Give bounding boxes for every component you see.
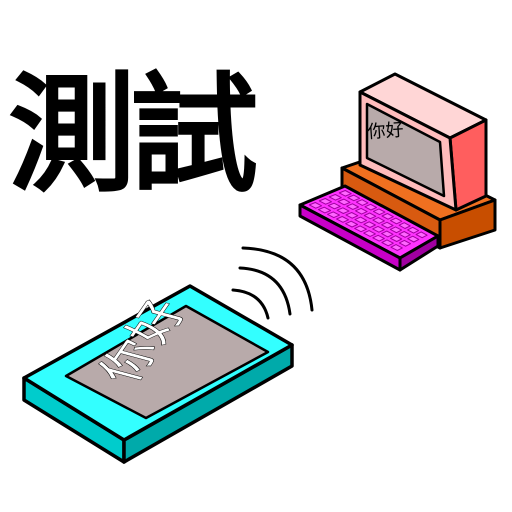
keyboard-key bbox=[389, 226, 403, 234]
keyboard-key bbox=[364, 203, 377, 211]
keyboard-key bbox=[407, 226, 420, 234]
keyboard-key bbox=[338, 190, 352, 197]
monitor-screen bbox=[365, 102, 446, 198]
keyboard-key bbox=[345, 220, 358, 228]
signal-wave-2 bbox=[238, 266, 292, 316]
keyboard-key bbox=[318, 198, 332, 205]
keyboard-key bbox=[415, 231, 428, 239]
keyboard-key bbox=[317, 206, 332, 214]
keyboard-key bbox=[345, 212, 359, 219]
phone-screen bbox=[64, 304, 270, 420]
keyboard-key bbox=[354, 225, 367, 233]
keyboard-key bbox=[381, 230, 394, 238]
keyboard-key bbox=[398, 239, 411, 247]
computer-illustration bbox=[298, 72, 497, 272]
keyboard-key bbox=[407, 235, 420, 243]
keyboard-key bbox=[398, 222, 411, 229]
keyboard-key bbox=[372, 225, 385, 233]
keyboard-key bbox=[355, 207, 368, 215]
keyboard-key bbox=[336, 216, 349, 223]
keyboard-key bbox=[328, 194, 342, 201]
keyboard-key bbox=[363, 230, 376, 237]
keyboard-key bbox=[398, 231, 411, 238]
keyboard-key bbox=[390, 235, 403, 242]
keyboard-key bbox=[372, 234, 385, 242]
signal-wave-1 bbox=[231, 288, 270, 320]
keyboard-key bbox=[308, 202, 323, 209]
keyboard-key bbox=[336, 207, 350, 214]
keyboard-key bbox=[372, 208, 386, 216]
keyboard-keys bbox=[308, 190, 428, 251]
keyboard-key bbox=[337, 198, 351, 206]
computer-screen-text: 你好 bbox=[367, 120, 404, 143]
keyboard-key bbox=[363, 212, 377, 220]
keyboard-key bbox=[381, 213, 394, 220]
keyboard-key bbox=[390, 244, 403, 251]
heading-text: 測試 bbox=[8, 61, 258, 210]
keyboard-key bbox=[347, 194, 361, 202]
keyboard-key bbox=[327, 202, 341, 210]
keyboard-key bbox=[327, 211, 340, 219]
keyboard-key bbox=[346, 203, 359, 210]
wireless-signal-icon bbox=[231, 246, 314, 320]
keyboard-key bbox=[355, 199, 369, 206]
keyboard-side bbox=[398, 234, 440, 272]
keyboard-key bbox=[363, 221, 376, 228]
keyboard-key bbox=[381, 221, 394, 229]
keyboard-key bbox=[354, 216, 368, 224]
keyboard-key bbox=[372, 217, 385, 224]
signal-wave-3 bbox=[241, 246, 314, 312]
phone-illustration bbox=[22, 284, 294, 464]
keyboard-key bbox=[381, 239, 394, 247]
keyboard-key bbox=[390, 217, 403, 225]
